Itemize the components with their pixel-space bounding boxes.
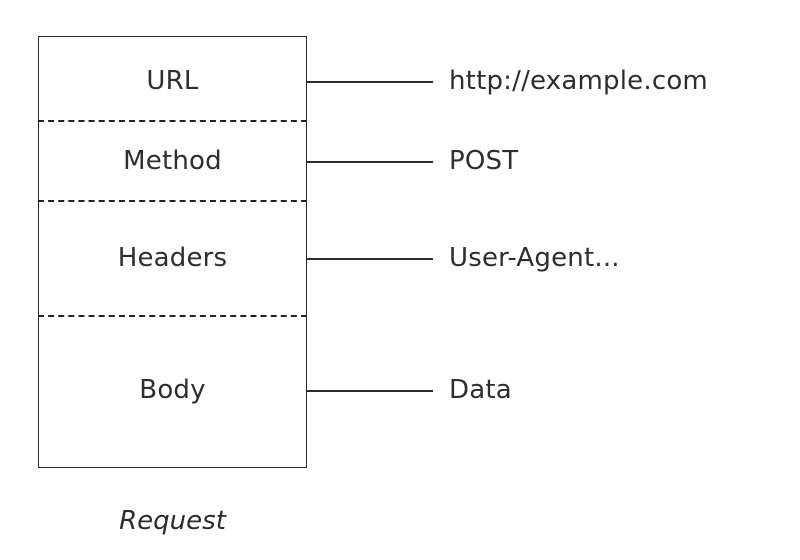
leader-line-url: [306, 81, 433, 83]
value-label-url: http://example.com: [449, 66, 708, 96]
section-label-url: URL: [146, 66, 199, 96]
request-box: [38, 36, 307, 468]
section-label-method: Method: [123, 146, 222, 176]
leader-line-body: [306, 390, 433, 392]
section-divider-1: [38, 120, 307, 122]
section-label-headers: Headers: [117, 243, 228, 273]
value-label-body: Data: [449, 375, 512, 405]
value-label-headers: User-Agent...: [449, 243, 620, 273]
value-label-method: POST: [449, 146, 519, 176]
leader-line-method: [306, 161, 433, 163]
diagram-caption: Request: [119, 506, 226, 536]
leader-line-headers: [306, 258, 433, 260]
section-divider-2: [38, 200, 307, 202]
section-label-body: Body: [139, 375, 206, 405]
section-divider-3: [38, 315, 307, 317]
